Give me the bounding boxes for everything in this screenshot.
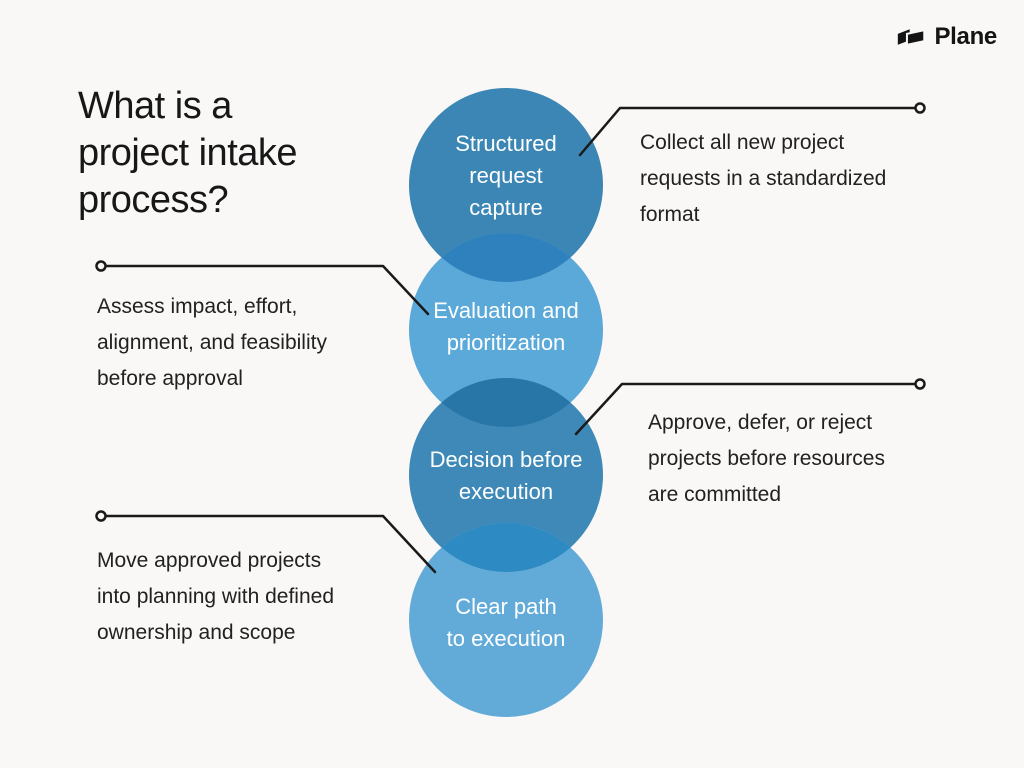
page-title-line: process?: [78, 179, 229, 221]
plane-logo-icon: [898, 28, 926, 46]
circle-label-line: Decision before: [429, 447, 583, 472]
connector-endpoint-dot-step2: [95, 260, 107, 272]
description-line: Approve, defer, or reject: [648, 411, 873, 434]
circle-decision-before-execution: [409, 378, 603, 572]
connector-line-step2: [102, 264, 430, 316]
step-description-structured-request-capture: Collect all new project requests in a st…: [640, 125, 886, 233]
circle-label-line: capture: [469, 195, 543, 220]
circle-label-line: Evaluation and: [433, 298, 579, 323]
description-line: Move approved projects: [97, 549, 322, 572]
circle-label-line: prioritization: [446, 330, 566, 355]
circle-label-line: Clear path: [455, 594, 557, 619]
page-title-line: What is a: [78, 85, 232, 127]
description-line: Assess impact, effort,: [97, 295, 298, 318]
overlap-lens-3-4: [441, 523, 571, 572]
description-line: projects before resources: [648, 447, 885, 470]
step-description-decision-before-execution: Approve, defer, or reject projects befor…: [648, 405, 885, 513]
circle-evaluation-prioritization: [409, 233, 603, 427]
connector-endpoint-dot-step4: [95, 510, 107, 522]
connector-line-step1: [578, 106, 918, 157]
description-line: are committed: [648, 483, 782, 506]
description-line: Collect all new project: [640, 131, 845, 154]
step-description-evaluation-prioritization: Assess impact, effort, alignment, and fe…: [97, 289, 327, 397]
circle-label-line: execution: [458, 479, 554, 504]
description-line: ownership and scope: [97, 621, 296, 644]
connector-line-step4: [102, 514, 437, 574]
description-line: into planning with defined: [97, 585, 335, 608]
page-title: What is a project intake process?: [78, 83, 298, 224]
step-description-clear-path-execution: Move approved projects into planning wit…: [97, 543, 334, 651]
page-title-line: project intake: [78, 132, 298, 174]
description-line: format: [640, 203, 700, 226]
description-line: alignment, and feasibility: [97, 331, 327, 354]
description-line: requests in a standardized: [640, 167, 887, 190]
connector-line-step3: [574, 382, 918, 436]
plane-logo: Plane: [896, 23, 997, 51]
overlap-lens-2-3: [441, 378, 571, 427]
circle-structured-request-capture: [409, 88, 603, 282]
circle-clear-path-execution: [409, 523, 603, 717]
circle-label-line: to execution: [446, 626, 566, 651]
circle-label-line: request: [469, 163, 543, 188]
overlap-lens-1-2: [441, 233, 571, 282]
circle-label-structured-request-capture: Structured request capture: [396, 128, 616, 224]
connector-endpoint-dot-step1: [914, 102, 926, 114]
circle-label-evaluation-prioritization: Evaluation and prioritization: [396, 295, 616, 359]
plane-logo-text: Plane: [934, 23, 997, 50]
circle-label-clear-path-execution: Clear path to execution: [396, 591, 616, 655]
circle-label-line: Structured: [455, 131, 557, 156]
circle-label-decision-before-execution: Decision before execution: [396, 444, 616, 508]
description-line: before approval: [97, 367, 243, 390]
connector-endpoint-dot-step3: [914, 378, 926, 390]
